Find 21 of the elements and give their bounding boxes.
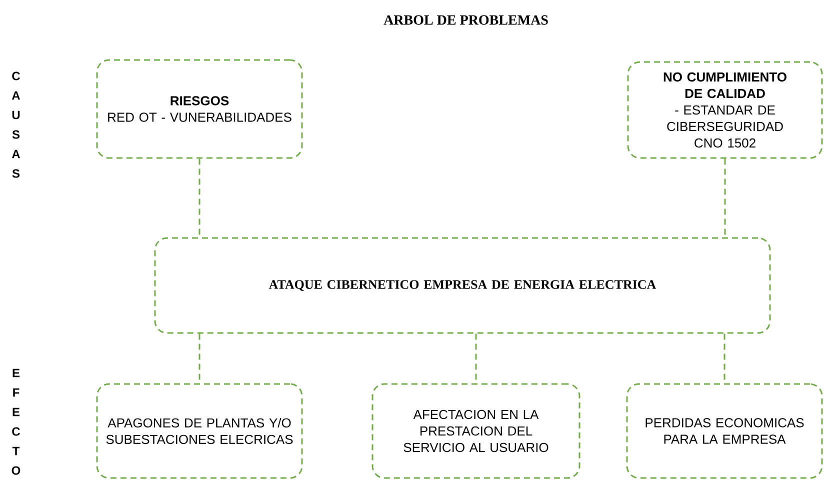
connector-line [724,158,726,238]
side-letter: U [12,110,20,120]
problem-box: ATAQUE CIBERNETICO EMPRESA DE ENERGIA ELECTRICA [154,237,771,334]
side-letter: A [12,150,20,158]
side-letter: S [12,130,20,139]
effect-box: PERDIDAS ECONOMICAS PARA LA EMPRESA [626,383,823,479]
side-letter: C [12,427,20,436]
side-letter: T [12,446,20,456]
side-letter: E [12,408,20,416]
side-letter: O [12,466,20,475]
cause-box: RIESGOS RED OT - VUNERABILIDADES [96,59,303,159]
cause-box: NO CUMPLIMIENTO DE CALIDAD - ESTANDAR DE CIBERSEGURIDAD CNO 1502 [627,61,823,159]
connector-line [198,158,200,238]
side-letter: F [13,388,20,397]
side-letter: A [12,91,20,100]
effect-box: AFECTACION EN LA PRESTACION DEL SERVICIO AL USUARIO [372,383,580,479]
side-letter: E [12,368,20,378]
side-letter: C [12,72,20,80]
effect-box: APAGONES DE PLANTAS Y/O SUBESTACIONES ELECRICAS [96,383,303,479]
title: ARBOL DE PROBLEMAS [384,15,548,25]
side-letter: S [12,169,20,178]
